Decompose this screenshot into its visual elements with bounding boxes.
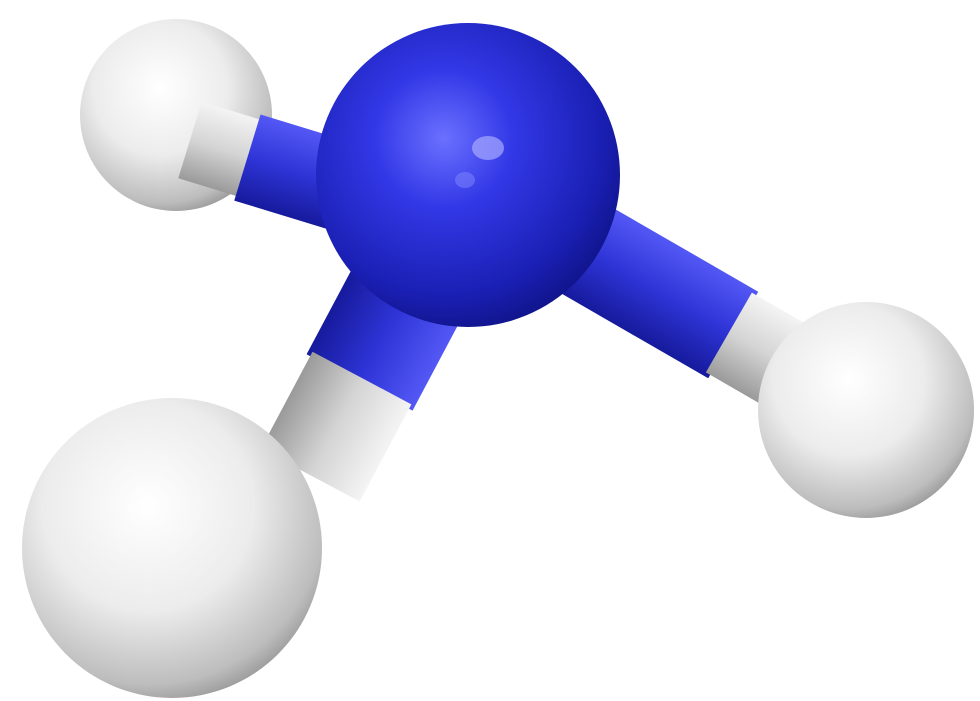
hydrogen-atom-lower-left <box>22 398 322 698</box>
hydrogen-atom-right <box>758 302 974 518</box>
nitrogen-atom <box>316 23 620 327</box>
